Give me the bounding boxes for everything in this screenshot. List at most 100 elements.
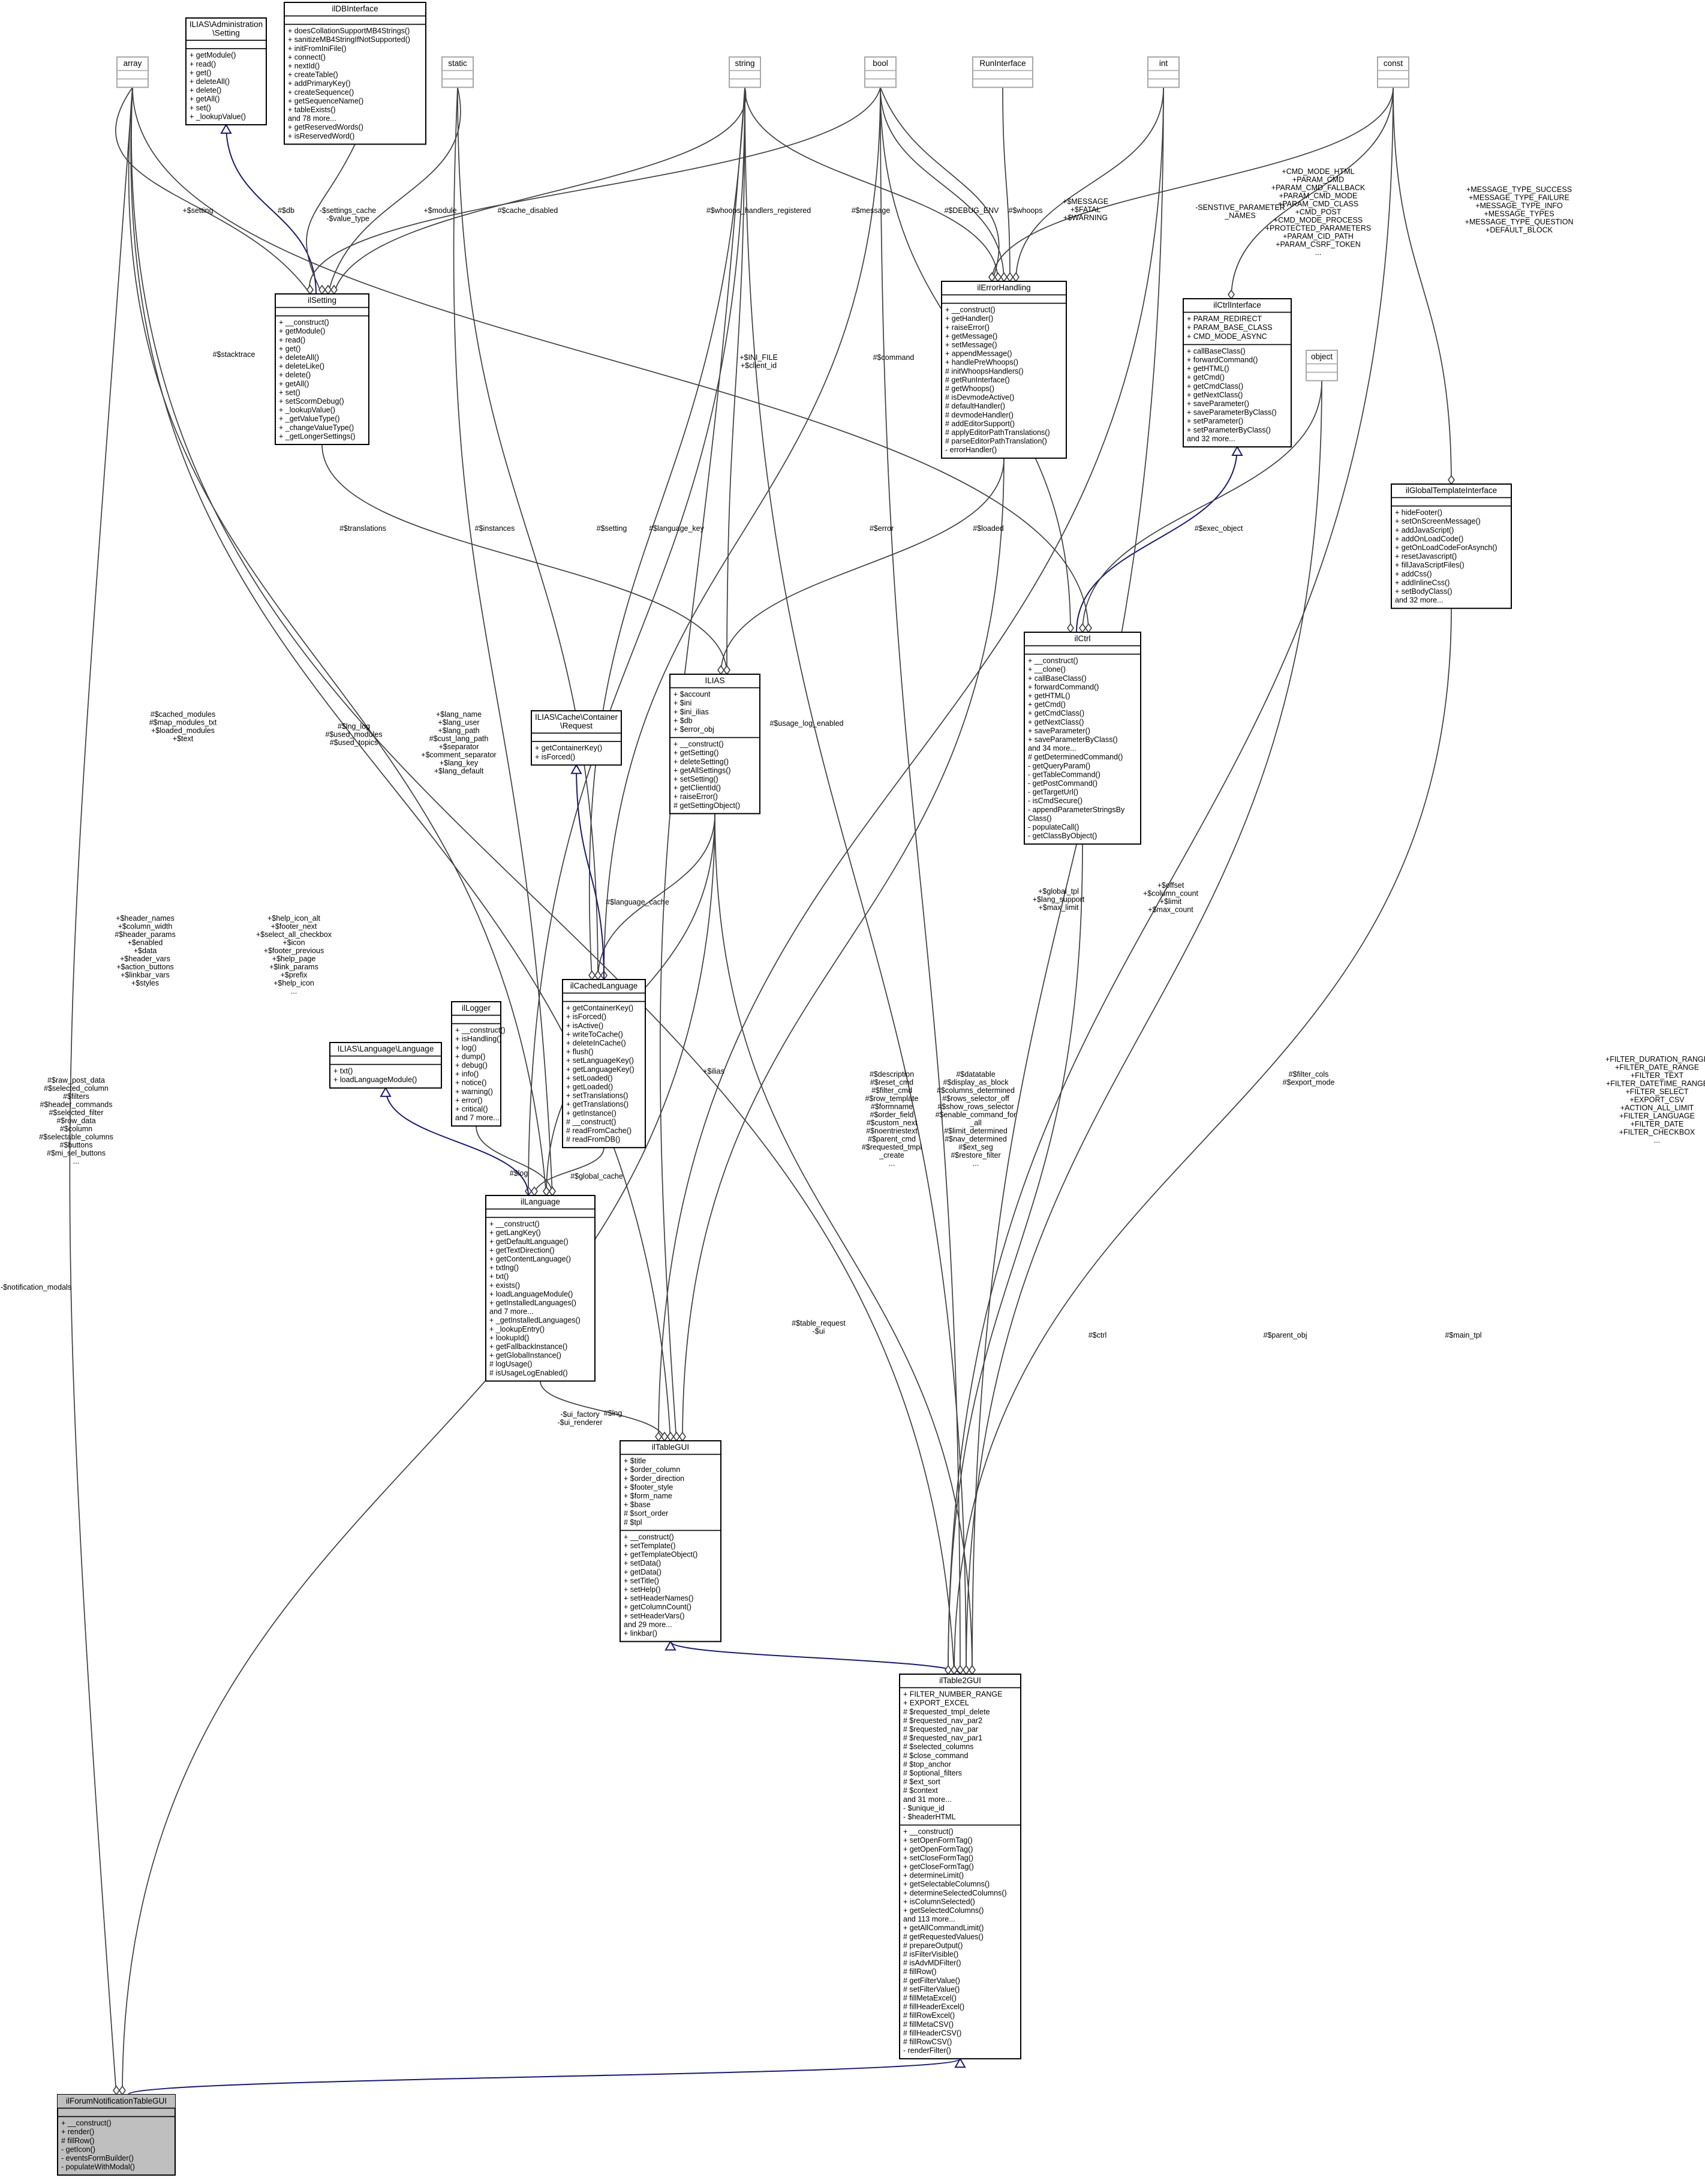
edge-label-line: #$nav_determined: [945, 1135, 1007, 1143]
inheritance-edge: [576, 765, 605, 980]
class-node-array[interactable]: array: [116, 56, 149, 88]
class-method: + getModule(): [279, 327, 325, 335]
class-method: and 29 more...: [624, 1620, 672, 1629]
class-attribute: # $close_command: [903, 1752, 968, 1760]
class-box: [531, 710, 622, 766]
class-method: + setOpenFormTag(): [903, 1836, 973, 1844]
class-attribute: and 31 more...: [903, 1795, 952, 1804]
class-node-illanguage[interactable]: ilLanguage+ __construct()+ getLangKey()+…: [485, 1195, 596, 1382]
class-node-ilsetting[interactable]: ilSetting+ __construct()+ getModule()+ r…: [275, 293, 369, 445]
edge-label-cache-disabled: #$cache_disabled: [498, 206, 558, 215]
class-node-ilglobaltemplateinterface[interactable]: ilGlobalTemplateInterface+ hideFooter()+…: [1391, 483, 1512, 609]
class-node-ilforumnotificationtablegui[interactable]: ilForumNotificationTableGUI+ __construct…: [57, 2094, 176, 2176]
class-title: ilLanguage: [521, 1197, 560, 1206]
class-node-object[interactable]: object: [1306, 350, 1338, 381]
class-method: + writeToCache(): [566, 1030, 623, 1038]
edge-label-log: #$log: [510, 1169, 528, 1177]
class-method: + __construct(): [489, 1220, 540, 1228]
class-node-const[interactable]: const: [1377, 56, 1409, 88]
edge-label-line: _all: [969, 1119, 981, 1127]
edge-label-line: #$mi_sel_buttons: [47, 1149, 106, 1158]
class-method: + __construct(): [455, 1026, 506, 1035]
class-method: + txt(): [489, 1272, 509, 1281]
class-method: + appendMessage(): [945, 350, 1012, 358]
class-node-static[interactable]: static: [441, 56, 474, 88]
class-node-ilctrl[interactable]: ilCtrl+ __construct()+ __clone()+ callBa…: [1024, 632, 1141, 845]
class-method: + render(): [61, 2128, 94, 2136]
class-node-illogger[interactable]: ilLogger+ __construct()+ isHandling()+ l…: [451, 1001, 506, 1127]
edge-label-usage-log: #$usage_log_enabled: [769, 719, 843, 728]
inheritance-arrowhead: [1231, 445, 1243, 456]
edge-label-line: +$icon: [282, 939, 305, 947]
class-node-ilias[interactable]: ILIAS+ $account+ $ini+ $ini_ilias+ $db+ …: [669, 674, 760, 815]
class-node-runinterface[interactable]: RunInterface: [972, 56, 1033, 88]
class-method: + tableExists(): [288, 106, 336, 114]
class-node-ilcachedlanguage[interactable]: ilCachedLanguage+ getContainerKey()+ isF…: [562, 979, 646, 1149]
edge-label-line: +FILTER_DATETIME_RANGE: [1606, 1080, 1705, 1088]
class-box: [1306, 350, 1338, 381]
class-method: + connect(): [288, 53, 326, 61]
class-method: + getData(): [624, 1568, 661, 1576]
class-box: [1147, 56, 1180, 88]
class-method: + callBaseClass(): [1187, 347, 1246, 355]
class-node-admin_setting[interactable]: ILIAS\Administration\Setting+ getModule(…: [185, 17, 267, 125]
class-method: and 32 more...: [1395, 596, 1444, 605]
class-method: # fillRowCSV(): [903, 2038, 952, 2046]
class-method: + flush(): [566, 1048, 594, 1056]
class-method: - getIcon(): [61, 2145, 95, 2153]
class-node-ildbinterface[interactable]: ilDBInterface+ doesCollationSupportMB4St…: [284, 2, 426, 145]
class-method: + initFromIniFile(): [288, 44, 347, 53]
class-node-int[interactable]: int: [1147, 56, 1180, 88]
class-method: + get(): [279, 344, 300, 353]
class-node-ilias_language[interactable]: ILIAS\Language\Language+ txt()+ loadLang…: [329, 1042, 442, 1089]
class-method: - appendParameterStringsBy: [1028, 806, 1125, 814]
class-method: + deleteAll(): [279, 353, 319, 362]
edge-label-line: +$lang_default: [434, 767, 484, 776]
class-attribute: # $selected_columns: [903, 1743, 973, 1751]
class-method: # getSettingObject(): [673, 801, 740, 810]
class-box: [441, 56, 474, 88]
edge-label-line: ...: [1315, 248, 1321, 257]
edge-label-line: +$module: [423, 206, 456, 215]
edge-label-line: #$command: [873, 353, 915, 362]
class-box: [275, 293, 369, 445]
association-edge: [1015, 87, 1164, 282]
class-method: + critical(): [455, 1105, 488, 1113]
class-method: + getHTML(): [1028, 692, 1070, 700]
class-method: + __construct(): [1028, 657, 1078, 665]
class-node-bool[interactable]: bool: [864, 56, 897, 88]
association-edge: [528, 87, 745, 1196]
class-method: - getTableCommand(): [1028, 770, 1100, 779]
class-method: + setParameter(): [1187, 417, 1243, 425]
class-title: ILIAS\Cache\Container: [535, 713, 618, 722]
class-attribute: + $base: [624, 1501, 651, 1509]
composition-diamond: [951, 1665, 958, 1675]
class-node-iltable2gui[interactable]: ilTable2GUI+ FILTER_NUMBER_RANGE+ EXPORT…: [899, 1674, 1021, 2060]
edge-label-line: #$lng_log: [338, 722, 370, 731]
class-node-ilctrlinterface[interactable]: ilCtrlInterface+ PARAM_REDIRECT+ PARAM_B…: [1183, 298, 1292, 447]
inheritance-edge: [1076, 446, 1238, 633]
edge-label-loaded: #$loaded: [973, 524, 1003, 533]
class-method: # setFilterValue(): [903, 1985, 960, 1993]
edge-label-line: #$cache_disabled: [498, 206, 558, 215]
class-title: ilLogger: [462, 1004, 491, 1013]
association-edge: [991, 87, 1394, 282]
class-method: + getCmdClass(): [1187, 382, 1243, 390]
class-method: + saveParameter(): [1028, 726, 1090, 735]
class-attribute: # $requested_nav_par: [903, 1725, 978, 1734]
class-node-ilerrorhandling[interactable]: ilErrorHandling+ __construct()+ getHandl…: [941, 281, 1067, 459]
edge-label-line: +$select_all_checkbox: [256, 930, 332, 939]
class-method: # fillRow(): [903, 1967, 937, 1976]
edge-label-ui-factory: -$ui_factory-$ui_renderer: [557, 1410, 602, 1427]
class-method: + forwardCommand(): [1028, 683, 1099, 691]
edge-label-main-tpl: #$main_tpl: [1445, 1331, 1481, 1339]
class-node-cache_request[interactable]: ILIAS\Cache\Container\Request+ getContai…: [531, 710, 622, 766]
edge-label-line: #$requested_tmpl: [862, 1143, 922, 1152]
class-method: + _lookupValue(): [190, 112, 246, 121]
composition-diamond: [994, 272, 1002, 283]
edge-label-line: +FILTER_DURATION_RANGE: [1605, 1055, 1705, 1064]
edge-label-line: #$global_cache: [570, 1172, 623, 1180]
class-node-string[interactable]: string: [729, 56, 761, 88]
class-node-iltablegui[interactable]: ilTableGUI+ $title+ $order_column+ $orde…: [620, 1440, 721, 1642]
edge-label-line: +PARAM_CSRF_TOKEN: [1276, 241, 1361, 249]
